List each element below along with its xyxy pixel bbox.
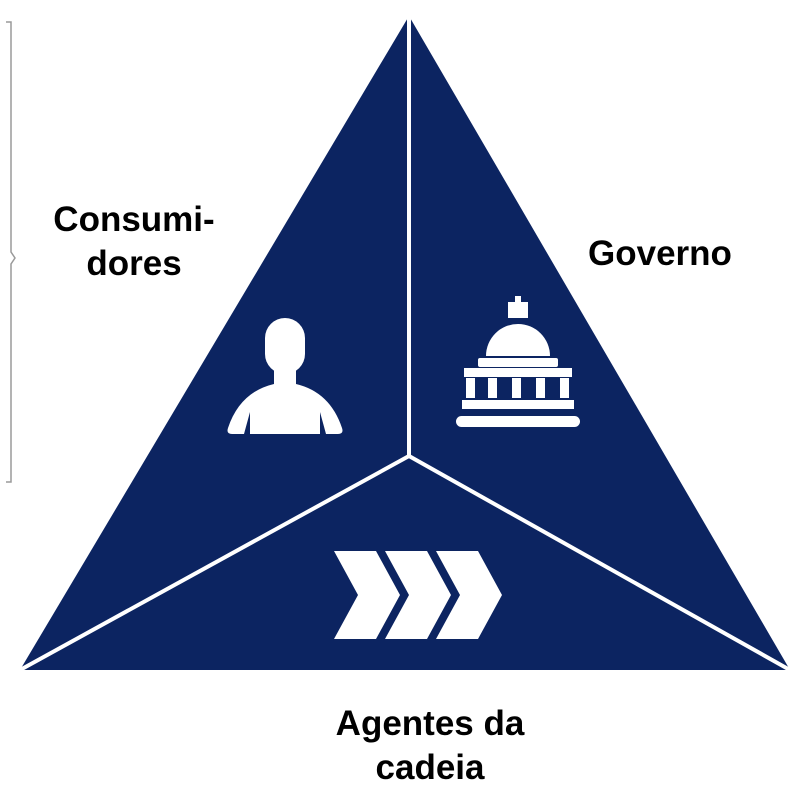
label-governo-line1: Governo — [588, 234, 732, 273]
triangle-dividers — [19, 16, 790, 672]
label-governo: Governo — [588, 232, 790, 276]
divider-left — [19, 454, 410, 672]
label-agentes-line1: Agentes da — [335, 704, 525, 743]
label-consumidores: Consumi- dores — [14, 198, 254, 286]
label-agentes-line2: cadeia — [375, 748, 485, 787]
divider-right — [408, 454, 790, 672]
label-consumidores-line1: Consumi- — [53, 200, 215, 239]
capitol-building-icon — [456, 296, 580, 427]
left-bracket — [6, 21, 16, 483]
chevron-3 — [436, 551, 502, 639]
label-agentes-da-cadeia: Agentes da cadeia — [230, 702, 630, 790]
label-consumidores-line2: dores — [86, 244, 182, 283]
person-icon — [227, 318, 343, 434]
chevron-2 — [385, 551, 451, 639]
chevron-1 — [334, 551, 400, 639]
triangle-shape — [20, 16, 790, 670]
chevrons-right-icon — [334, 551, 502, 639]
